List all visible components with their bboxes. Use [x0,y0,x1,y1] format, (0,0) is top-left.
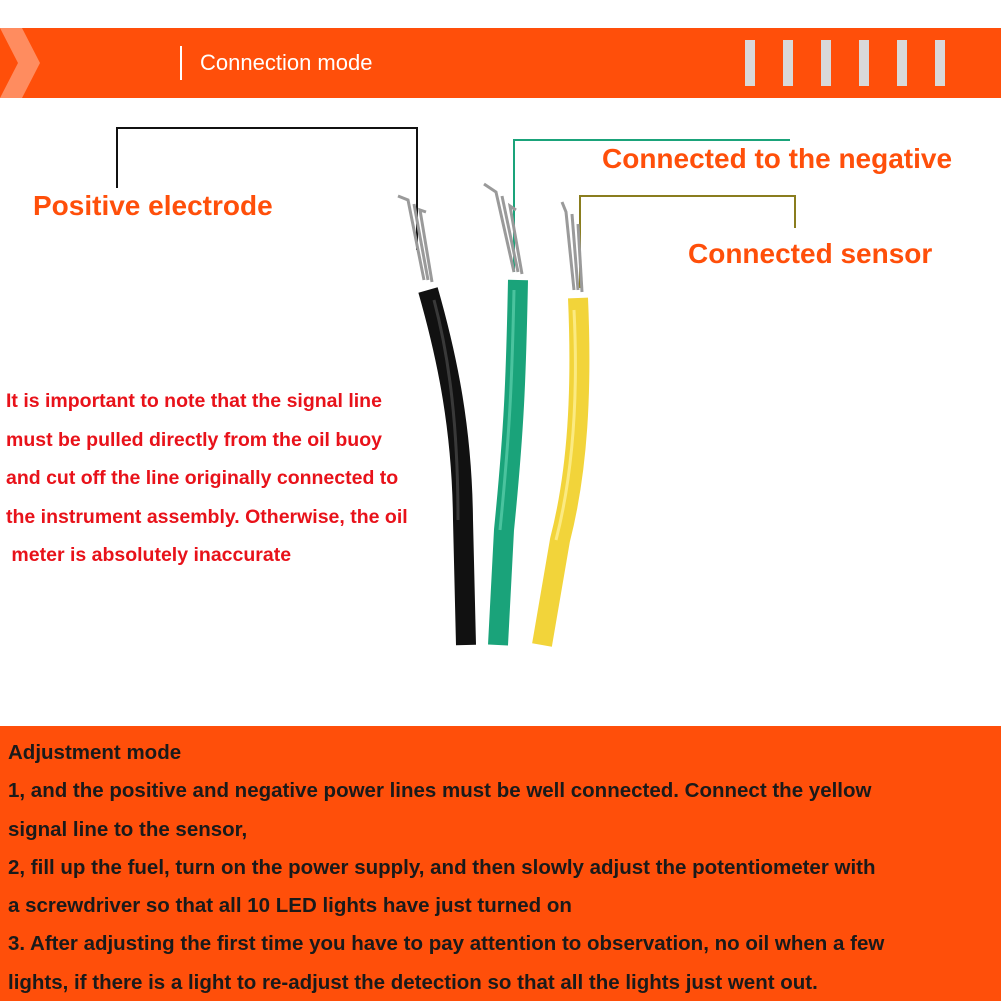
header-banner: Connection mode [0,28,1001,98]
adjustment-line: a screwdriver so that all 10 LED lights … [8,894,572,918]
yellow-wire-strands [560,201,584,293]
adjustment-line: signal line to the sensor, [8,817,248,841]
decorative-bars [745,40,945,86]
adjustment-line: 3. After adjusting the first time you ha… [8,932,885,956]
yellow-wire [532,297,590,647]
wire-illustration [116,127,796,647]
note-line: and cut off the line originally connecte… [6,467,399,489]
adjustment-title: Adjustment mode [8,741,182,764]
note-line: the instrument assembly. Otherwise, the … [6,505,408,528]
bar [935,40,945,86]
page-title: Connection mode [180,46,372,80]
black-wire-strands [397,194,434,283]
bar [821,40,831,86]
positive-electrode-label: Positive electrode [33,190,273,221]
adjustment-panel: Adjustment mode 1, and the positive and … [0,726,1001,1001]
adjustment-line: lights, if there is a light to re-adjust… [8,970,818,994]
bar [783,40,793,86]
negative-label: Connected to the negative [602,143,953,174]
chevron-right-icon [0,28,40,98]
note-line: It is important to note that the signal … [6,390,382,412]
bar [897,40,907,86]
adjustment-line: 1, and the positive and negative power l… [8,779,872,803]
bar [745,40,755,86]
bar [859,40,869,86]
green-wire [488,279,528,646]
sensor-label: Connected sensor [688,238,933,269]
warning-note: It is important to note that the signal … [6,382,486,575]
adjustment-line: 2, fill up the fuel, turn on the power s… [8,855,876,879]
positive-leader-line [116,127,418,250]
green-wire-strands [483,182,524,275]
note-line: must be pulled directly from the oil buo… [6,428,382,451]
note-line: meter is absolutely inaccurate [6,544,292,566]
